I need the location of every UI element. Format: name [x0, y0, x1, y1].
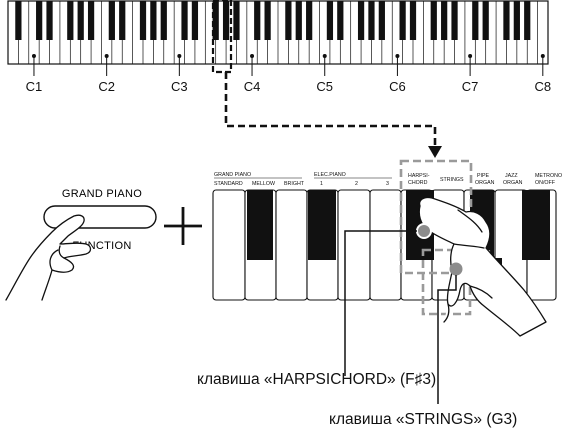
harpsichord-key-callout: клавиша «HARPSICHORD» (F♯3) — [197, 371, 437, 388]
black-key — [482, 1, 489, 40]
harpsichord-leader-line — [344, 230, 417, 376]
tone-ep3-label: 3 — [386, 181, 389, 187]
black-key — [409, 1, 417, 40]
black-key — [368, 1, 375, 40]
tone-metronome-label-2: ON/OFF — [535, 180, 556, 186]
black-key — [295, 1, 302, 40]
black-key — [285, 1, 292, 40]
tone-harpsichord-label-1: HARPSI- — [408, 173, 430, 179]
black-key — [337, 1, 344, 40]
black-key — [119, 1, 126, 40]
black-key — [150, 1, 157, 40]
black-key — [472, 1, 479, 40]
harpsichord-key-marker — [416, 223, 432, 239]
strings-key-callout: клавиша «STRINGS» (G3) — [329, 411, 518, 428]
white-key[interactable] — [212, 189, 246, 301]
c-key-markers: C1 C2 C3 C4 C5 C6 C7 C8 — [26, 54, 551, 94]
black-key — [233, 1, 240, 40]
black-key — [160, 1, 167, 40]
white-key[interactable] — [369, 189, 402, 301]
black-key — [306, 1, 313, 40]
tone-jazz-organ-label-2: ORGAN — [503, 180, 523, 186]
black-key — [77, 1, 84, 40]
black-key — [222, 1, 230, 40]
black-key — [67, 1, 74, 40]
c-key-label: C5 — [316, 79, 333, 94]
black-key — [36, 1, 43, 40]
keyboard-highlight-box — [211, 0, 233, 74]
tone-labels: GRAND PIANO STANDARD MELLOW BRIGHT ELEC.… — [214, 172, 562, 187]
c-key-label: C2 — [98, 79, 115, 94]
tone-standard-label: STANDARD — [214, 181, 243, 187]
black-key — [513, 1, 520, 40]
strings-leader-line — [437, 275, 457, 404]
tone-metronome-label-1: METRONO — [535, 173, 562, 179]
black-key — [357, 1, 365, 40]
full-keyboard — [7, 0, 549, 65]
black-key — [378, 1, 385, 40]
strings-key-marker — [449, 262, 463, 276]
connector-arrowhead — [428, 146, 442, 158]
tone-strings-label: STRINGS — [440, 177, 464, 183]
black-key — [326, 1, 334, 40]
black-key — [139, 1, 147, 40]
tone-ep1-label: 1 — [320, 181, 323, 187]
black-key — [212, 1, 219, 40]
left-hand-illustration — [5, 214, 92, 301]
tone-mellow-label: MELLOW — [252, 181, 275, 187]
black-key — [15, 1, 22, 40]
c-key-label: C1 — [26, 79, 43, 94]
tone-pipe-organ-label-2: ORGAN — [475, 180, 495, 186]
grand-piano-button-title: GRAND PIANO — [62, 188, 142, 200]
black-key — [87, 1, 95, 40]
c-key-label: C6 — [389, 79, 406, 94]
c-key-label: C3 — [171, 79, 188, 94]
tone-harpsichord-label-2: CHORD — [408, 180, 428, 186]
plus-icon — [164, 207, 202, 245]
black-key — [254, 1, 261, 40]
black-key[interactable] — [308, 190, 336, 260]
black-key — [181, 1, 188, 40]
c-key-label: C4 — [244, 79, 261, 94]
black-key — [441, 1, 448, 40]
black-key[interactable] — [522, 190, 550, 260]
c-key-label: C7 — [462, 79, 479, 94]
white-key[interactable] — [275, 189, 308, 301]
tone-bright-label: BRIGHT — [284, 181, 305, 187]
c-key-label: C8 — [534, 79, 551, 94]
grand-piano-group-label: GRAND PIANO — [214, 172, 251, 178]
black-key — [108, 1, 115, 40]
white-key[interactable] — [337, 189, 371, 301]
black-key — [399, 1, 406, 40]
dashed-connector — [224, 72, 437, 146]
black-key — [451, 1, 458, 40]
tone-jazz-organ-label-1: JAZZ — [505, 173, 518, 179]
tone-pipe-organ-label-1: PIPE — [477, 173, 490, 179]
right-hand-illustration — [418, 196, 547, 337]
black-key[interactable] — [247, 190, 273, 260]
black-key — [191, 1, 199, 40]
black-key — [264, 1, 271, 40]
elec-piano-group-label: ELEC.PIANO — [314, 172, 346, 178]
tone-ep2-label: 2 — [355, 181, 358, 187]
black-key — [503, 1, 510, 40]
black-key — [430, 1, 437, 40]
black-key — [46, 1, 53, 40]
black-key — [524, 1, 531, 40]
